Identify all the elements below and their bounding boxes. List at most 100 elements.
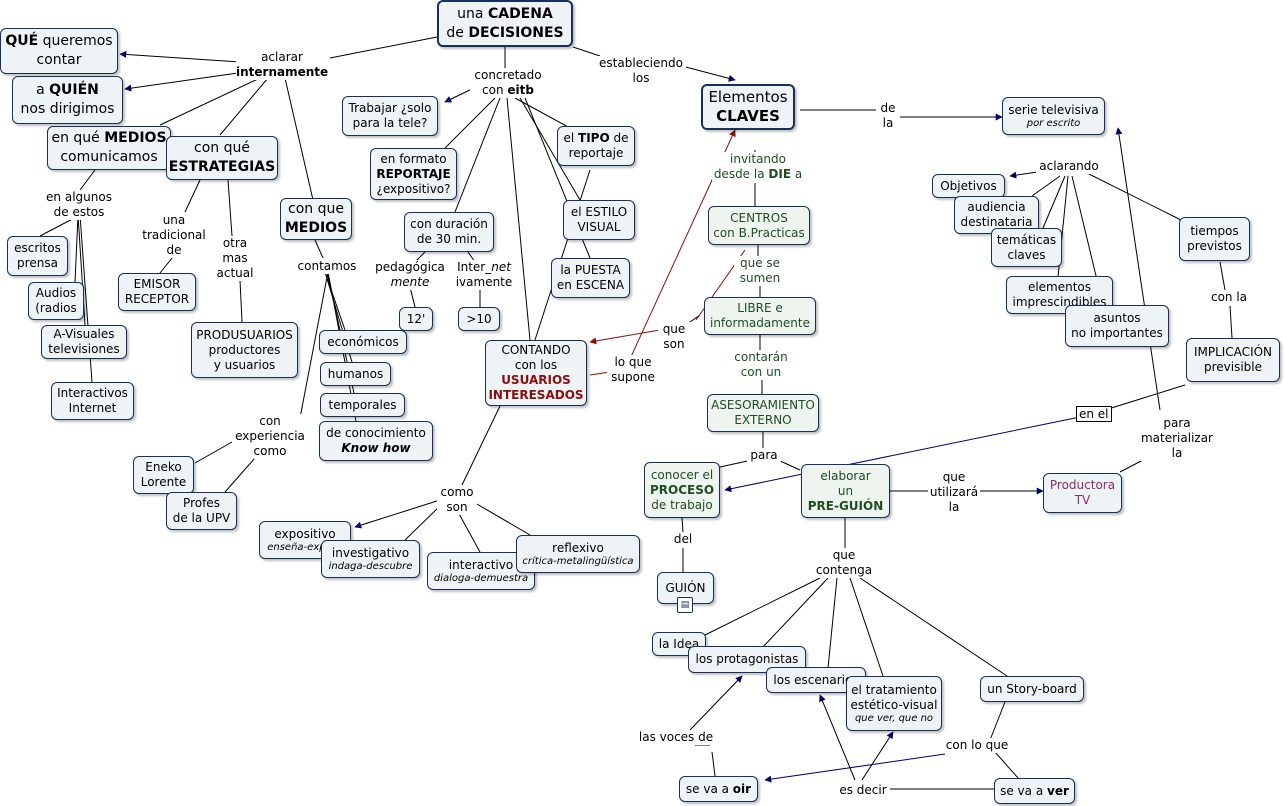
text: prensa (17, 256, 58, 270)
text: a (791, 167, 803, 181)
text: económicos (327, 334, 399, 349)
node-se-va-a-oir[interactable]: se va a oir (679, 776, 758, 802)
node-duracion[interactable]: con duración de 30 min. (404, 212, 494, 252)
text: Elementos (708, 88, 788, 106)
text: PROCESO (649, 482, 715, 497)
node-storyboard[interactable]: un Story-board (980, 676, 1084, 702)
text: QUÉ (5, 33, 39, 49)
text: que (832, 548, 856, 562)
text: serie televisiva (1008, 102, 1099, 117)
node-eneko-lorente[interactable]: Eneko Lorente (133, 456, 194, 494)
node-mas-10[interactable]: >10 (458, 307, 500, 331)
text: el ESTILO (570, 205, 628, 219)
text: de conocimiento (326, 426, 426, 440)
text: claves (1007, 247, 1046, 262)
node-audios-radios[interactable]: Audios (radios (28, 282, 84, 320)
node-serie-televisiva[interactable]: serie televisiva por escrito (1002, 97, 1105, 135)
text: USUARIOS (501, 373, 571, 387)
text: la (882, 116, 894, 130)
node-profes-upv[interactable]: Profes de la UPV (166, 492, 237, 530)
node-a-visuales[interactable]: A-Visuales televisiones (41, 325, 127, 359)
text: MEDIOS (284, 220, 348, 236)
text: elaborar (820, 468, 871, 483)
text: escritos (14, 241, 61, 255)
node-tratamiento[interactable]: el tratamiento estético-visual que ver, … (846, 676, 942, 731)
text: 12' (406, 311, 426, 326)
text: conocer el (650, 467, 714, 482)
node-asesoramiento[interactable]: ASESORAMIENTO EXTERNO (707, 394, 819, 432)
text: contarán (734, 350, 788, 364)
node-conocer-proceso[interactable]: conocer el PROCESO de trabajo (644, 462, 720, 518)
text: con lo que (945, 738, 1009, 752)
node-interactivos-internet[interactable]: Interactivos Internet (51, 382, 134, 420)
node-formato-reportaje[interactable]: en formato REPORTAJE ¿expositivo? (370, 148, 457, 200)
node-medios-comunicamos[interactable]: en qué MEDIOS comunicamos (47, 126, 171, 170)
node-tiempos[interactable]: tiempos previstos (1179, 217, 1250, 261)
text: asuntos (1093, 311, 1141, 325)
node-centros[interactable]: CENTROS con B.Practicas (708, 206, 810, 245)
text: mente (390, 275, 430, 289)
node-estrategias[interactable]: con qué ESTRATEGIAS (166, 136, 278, 180)
node-investigativo[interactable]: investigativo indaga-descubre (321, 540, 420, 578)
node-pre-guion[interactable]: elaborar un PRE-GUIÓN (801, 464, 890, 518)
link-que-son: que son (658, 322, 690, 352)
link-es-decir: es decir (836, 783, 890, 798)
text: del (673, 532, 693, 546)
link-con-lo-que: con lo que (943, 738, 1011, 753)
node-se-va-a-ver[interactable]: se va a ver (994, 778, 1075, 804)
text: GUIÓN (665, 580, 706, 595)
text: los escenarios (773, 672, 859, 687)
text: previsible (1203, 360, 1263, 374)
text: a (36, 82, 50, 98)
node-produsuarios[interactable]: PRODUSUARIOS productores y usuarios (191, 322, 298, 378)
text: el (563, 131, 579, 145)
text: ASESORAMIENTO (711, 398, 815, 412)
node-emisor-receptor[interactable]: EMISOR RECEPTOR (118, 273, 196, 311)
node-elementos-claves[interactable]: Elementos CLAVES (701, 84, 795, 130)
document-link-icon[interactable]: ▤ (677, 597, 693, 613)
node-productora-tv[interactable]: Productora TV (1043, 473, 1122, 513)
node-tematicas[interactable]: temáticas claves (991, 228, 1062, 267)
text: otra (222, 236, 248, 250)
link-concretado: concretado con eitb (470, 68, 546, 98)
text: tiempos (1190, 224, 1239, 238)
text: que (662, 322, 686, 336)
link-una-tradicional: una tradicional de (140, 213, 208, 258)
text: REPORTAJE (376, 166, 451, 181)
node-con-que-medios[interactable]: con que MEDIOS (280, 198, 352, 240)
node-libre[interactable]: LIBRE e informadamente (704, 297, 816, 335)
node-contando-usuarios[interactable]: CONTANDO con los USUARIOS INTERESADOS (485, 340, 587, 406)
link-que-contenga: que contenga (812, 548, 876, 578)
text: Productora (1049, 478, 1116, 492)
text: previstos (1187, 239, 1242, 253)
node-conocimiento[interactable]: de conocimiento Know how (319, 421, 433, 461)
node-implicacion[interactable]: IMPLICACIÓN previsible (1186, 338, 1280, 382)
node-humanos[interactable]: humanos (320, 362, 391, 386)
text: temáticas (996, 232, 1057, 247)
node-12-min[interactable]: 12' (399, 307, 433, 331)
link-que-se-sumen: que se sumen (734, 256, 786, 286)
text: crítica-metalingüística (522, 555, 634, 567)
node-reflexivo[interactable]: reflexivo crítica-metalingüística (516, 535, 640, 573)
node-temporales[interactable]: temporales (320, 393, 405, 417)
node-objetivos[interactable]: Objetivos (932, 174, 1005, 198)
node-que-queremos-contar[interactable]: QUÉ queremos contar (0, 28, 118, 74)
node-economicos[interactable]: económicos (319, 330, 407, 354)
node-cadena-decisiones[interactable]: una CADENA de DECISIONES (437, 0, 573, 47)
text: lo que (614, 355, 652, 369)
text: en qué (51, 130, 105, 146)
node-tipo-reportaje[interactable]: el TIPO de reportaje (557, 126, 635, 166)
node-asuntos[interactable]: asuntos no importantes (1065, 305, 1169, 347)
node-a-quien[interactable]: a QUIÉN nos dirigimos (12, 76, 123, 124)
node-estilo-visual[interactable]: el ESTILO VISUAL (563, 200, 635, 240)
node-escritos-prensa[interactable]: escritos prensa (7, 236, 68, 276)
link-con-experiencia: con experiencia como (232, 414, 308, 459)
text: utilizará (929, 485, 979, 499)
text: en ESCENA (556, 278, 625, 292)
text: y usuarios (213, 357, 276, 372)
link-aclarando: aclarando (1036, 159, 1102, 174)
node-trabajar-tele[interactable]: Trabajar ¿solo para la tele? (342, 96, 438, 136)
node-puesta-escena[interactable]: la PUESTA en ESCENA (551, 258, 630, 298)
text: INTERESADOS (488, 388, 584, 402)
text: la (1171, 446, 1183, 460)
